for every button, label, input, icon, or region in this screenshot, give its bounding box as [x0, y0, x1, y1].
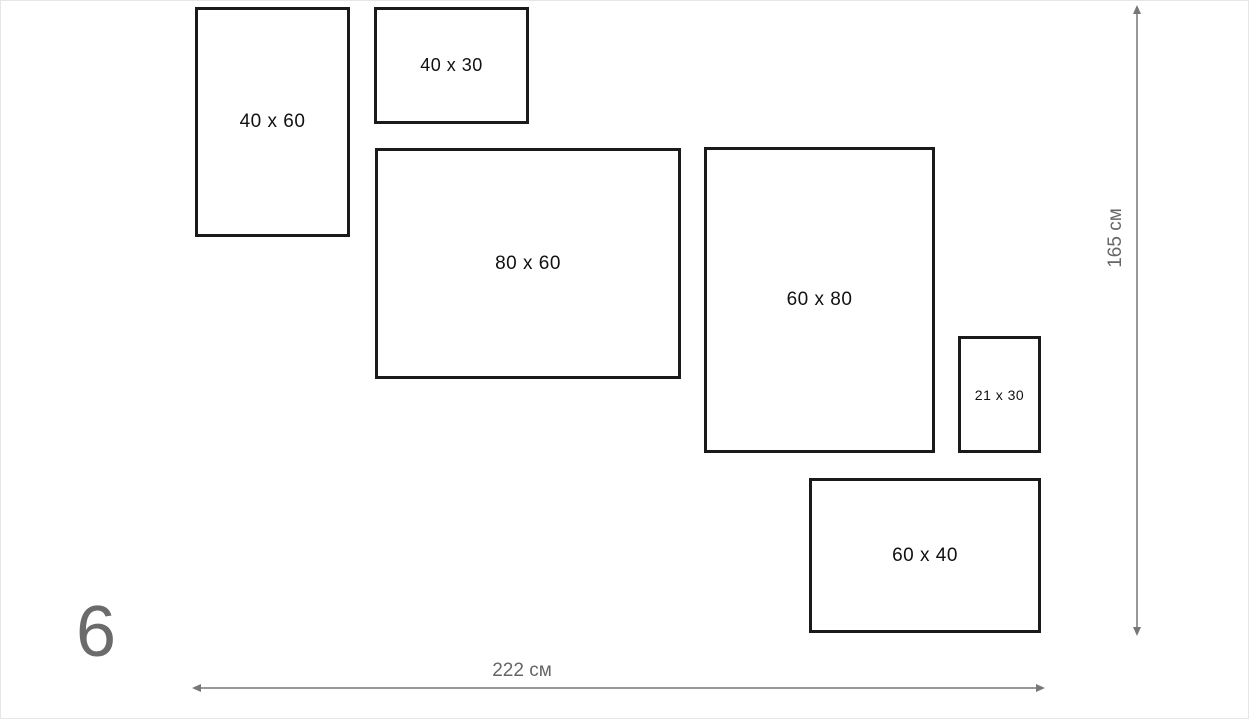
frame-40x60: 40 x 60	[195, 7, 350, 237]
width-dimension-label: 222 см	[492, 660, 552, 681]
frame-80x60: 80 x 60	[375, 148, 681, 379]
frame-label: 60 x 80	[786, 289, 853, 310]
frame-label: 80 x 60	[495, 252, 561, 274]
frame-label: 40 x 60	[239, 111, 306, 132]
height-dimension-label: 165 см	[1105, 208, 1126, 268]
layout-number: 6	[76, 592, 117, 672]
frame-label: 60 x 40	[892, 544, 958, 566]
frame-label: 40 x 30	[420, 55, 483, 75]
frame-21x30: 21 x 30	[958, 336, 1041, 453]
height-dimension-arrow	[1133, 5, 1141, 636]
frame-40x30: 40 x 30	[374, 7, 529, 124]
width-dimension-arrow	[192, 684, 1045, 692]
frame-label: 21 x 30	[974, 386, 1025, 403]
frame-60x80: 60 x 80	[704, 147, 935, 453]
frame-60x40: 60 x 40	[809, 478, 1041, 633]
